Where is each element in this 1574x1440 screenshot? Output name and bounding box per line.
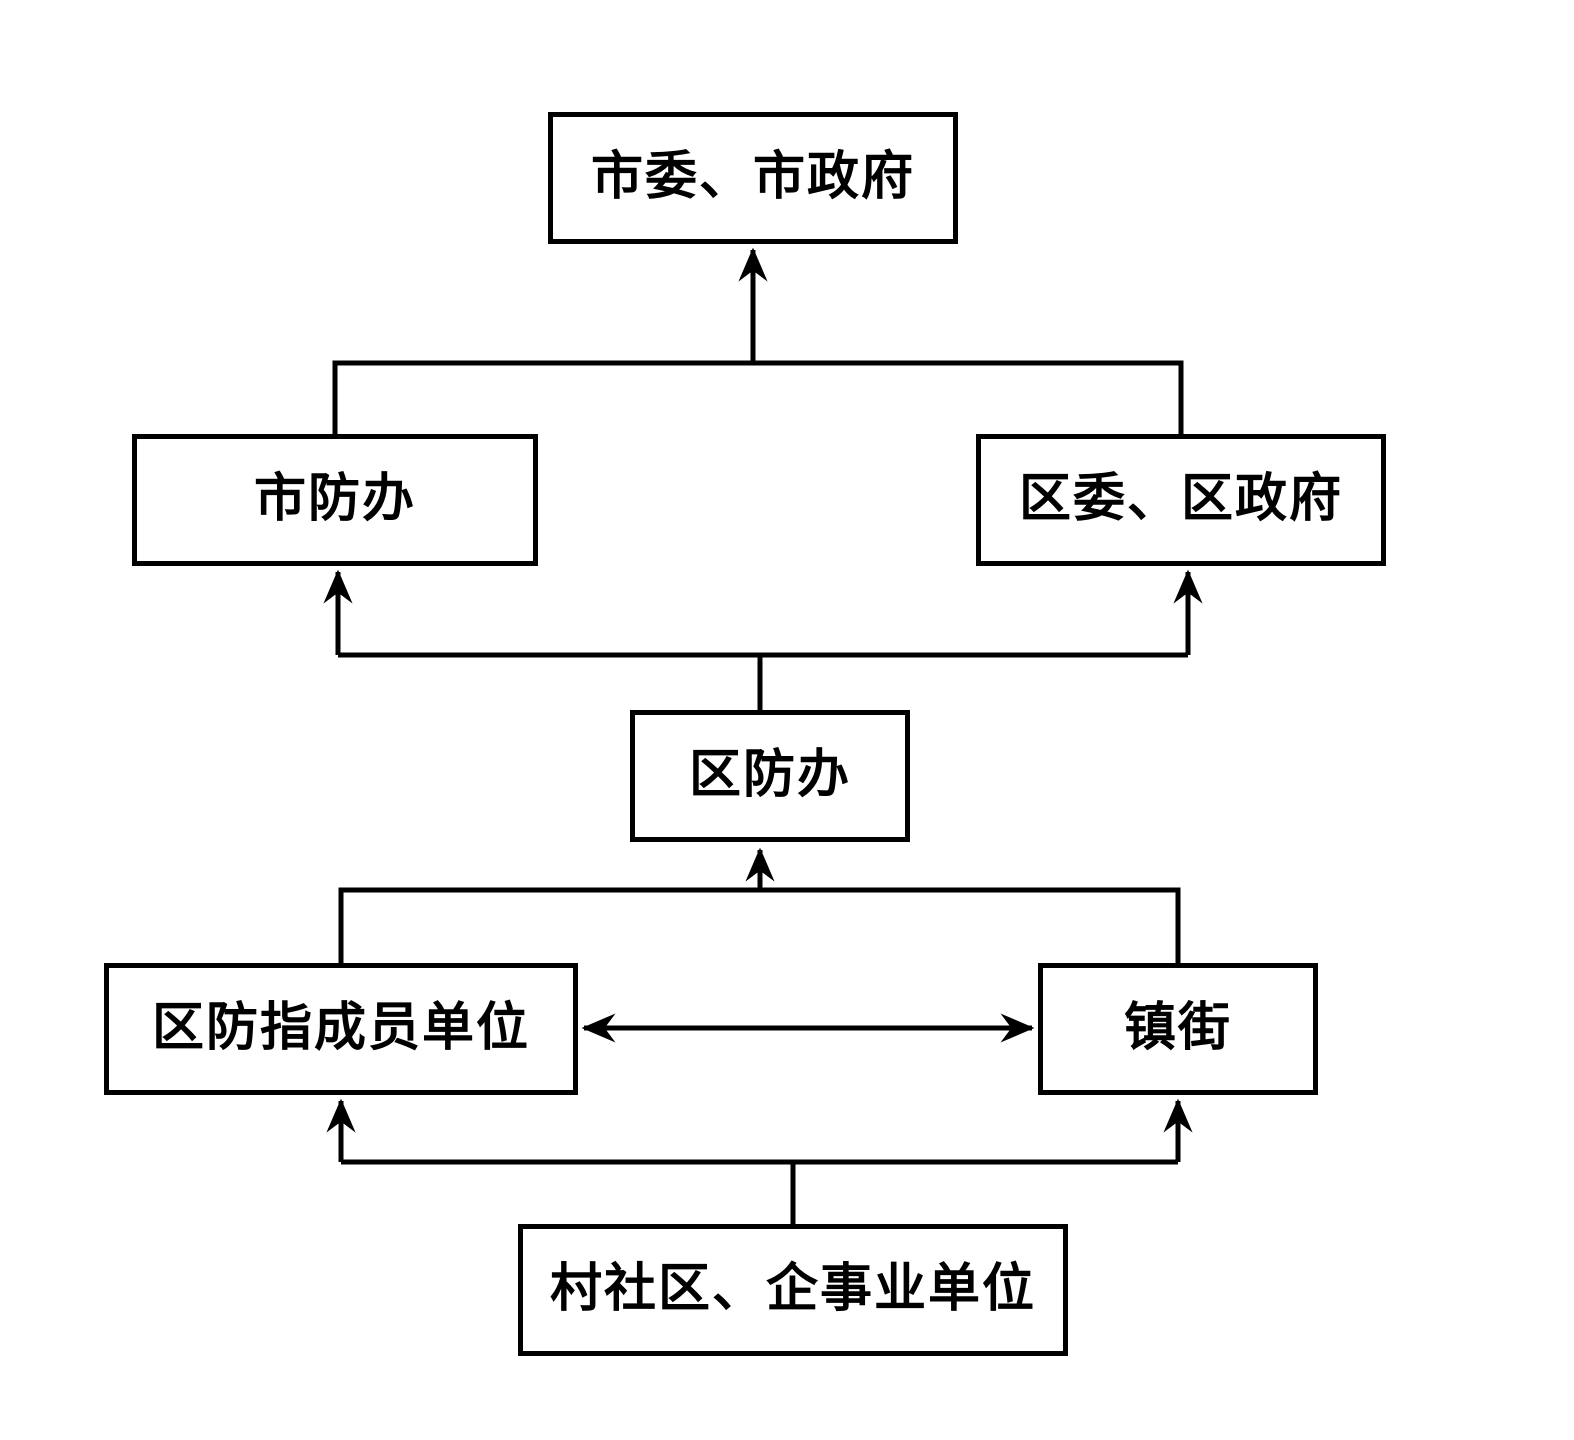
edge-villages-to-level4	[326, 1098, 1193, 1226]
node-district-flood-office-label: 区防办	[688, 746, 851, 805]
node-villages-label: 村社区、企事业单位	[549, 1260, 1036, 1319]
edge-level4-to-district-flood-office	[338, 847, 1181, 965]
node-towns-streets: 镇街	[1038, 963, 1318, 1095]
node-city-government: 市委、市政府	[548, 112, 958, 244]
edge-district-flood-office-to-level2	[323, 569, 1203, 712]
node-towns-streets-label: 镇街	[1123, 999, 1232, 1058]
node-district-hq-members-label: 区防指成员单位	[151, 999, 530, 1058]
node-district-government: 区委、区政府	[976, 434, 1386, 566]
node-city-flood-office: 市防办	[132, 434, 538, 566]
node-district-hq-members: 区防指成员单位	[104, 963, 578, 1095]
node-district-flood-office: 区防办	[630, 710, 910, 842]
node-city-government-label: 市委、市政府	[590, 148, 915, 207]
edge-level2-to-city-government	[332, 247, 1184, 436]
node-villages: 村社区、企事业单位	[518, 1224, 1068, 1356]
node-city-flood-office-label: 市防办	[253, 470, 416, 529]
node-district-government-label: 区委、区政府	[1018, 470, 1343, 529]
